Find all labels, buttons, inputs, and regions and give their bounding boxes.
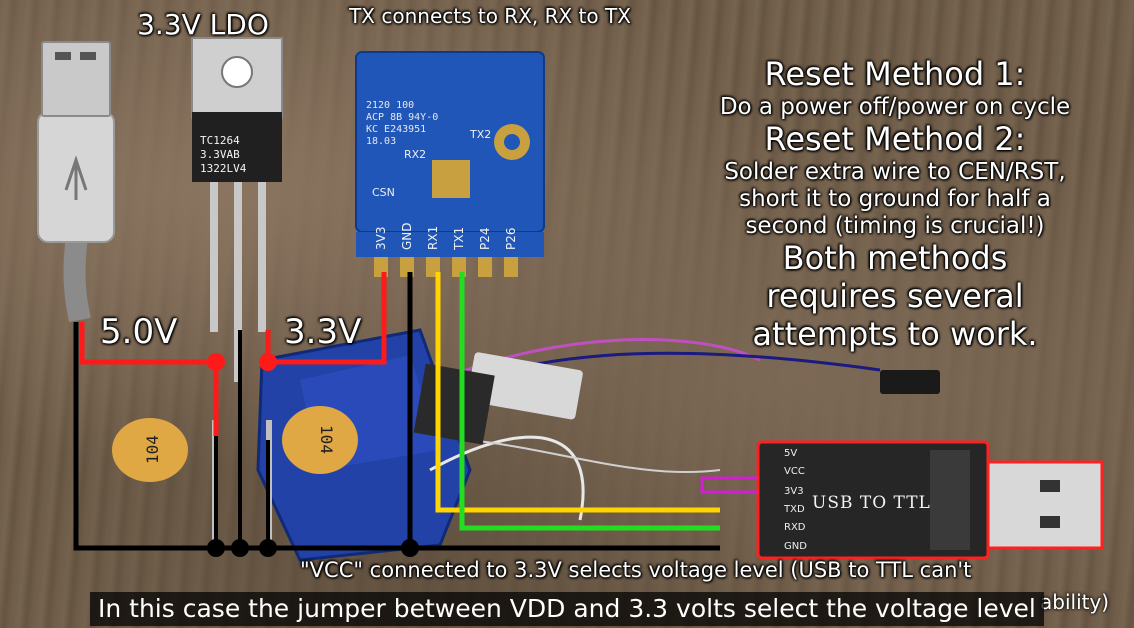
- esp-pin-3v3: 3V3: [374, 226, 388, 250]
- esp-marking-1: 2120 100: [366, 100, 415, 111]
- esp-module: [355, 51, 545, 277]
- esp-marking-3: KC E243951: [366, 124, 427, 135]
- capacitor-left: [112, 418, 218, 550]
- usb-ttl-label: USB TO TTL: [812, 493, 931, 513]
- reset-method-2-line-3: second (timing is crucial!): [745, 212, 1045, 239]
- reset-method-2-line-1: Solder extra wire to CEN/RST,: [724, 158, 1066, 185]
- ldo-markings: TC1264 3.3VAB 1322LV4: [200, 134, 246, 176]
- capacitor-right-marking: 104: [316, 425, 336, 454]
- ldo-marking-2: 3.3VAB: [200, 148, 240, 161]
- usb-ttl-pin-rxd: RXD: [784, 522, 806, 533]
- esp-marking-2: ACP 8B 94Y-0: [366, 112, 439, 123]
- reset-method-2-title: Reset Method 2:: [764, 119, 1026, 158]
- ldo-regulator: [191, 37, 283, 382]
- usb-ttl-pin-5v: 5V: [784, 448, 798, 459]
- usb-ttl-adapter: [756, 440, 1104, 560]
- white-wire-2: [469, 439, 721, 473]
- vcc-note: "VCC" connected to 3.3V selects voltage …: [300, 558, 972, 582]
- ldo-marking-3: 1322LV4: [200, 162, 247, 175]
- ldo-title: 3.3V LDO: [137, 8, 269, 41]
- subtitle-caption: In this case the jumper between VDD and …: [90, 592, 1044, 626]
- esp-pin-gnd: GND: [400, 222, 414, 250]
- esp-markings: 2120 100 ACP 8B 94Y-0 KC E243951 18.03: [366, 100, 438, 148]
- esp-pin-p26: P26: [504, 227, 518, 250]
- reset-method-1-title: Reset Method 1:: [764, 55, 1026, 93]
- reset-method-1-body: Do a power off/power on cycle: [719, 93, 1071, 120]
- usb-ttl-pin-gnd: GND: [784, 541, 807, 552]
- usb-ttl-pin-txd: TXD: [784, 504, 805, 515]
- esp-pad-tx2: TX2: [470, 128, 492, 141]
- reset-methods-panel: Reset Method 1: Do a power off/power on …: [670, 55, 1120, 353]
- esp-pad-rx2: RX2: [404, 148, 427, 161]
- both-methods-line-2: requires several: [766, 276, 1024, 315]
- usb-ttl-pin-3v3: 3V3: [784, 486, 804, 497]
- voltage-33v-label: 3.3V: [284, 312, 362, 352]
- wiring: [73, 272, 758, 551]
- reset-method-2-line-2: short it to ground for half a: [739, 185, 1051, 212]
- capacitor-left-marking: 104: [142, 435, 162, 464]
- esp-pin-rx1: RX1: [426, 225, 440, 250]
- ldo-marking-1: TC1264: [200, 134, 240, 147]
- voltage-5v-label: 5.0V: [100, 312, 178, 352]
- vcc-note-tail: ability): [1040, 590, 1110, 614]
- junctions: [207, 353, 419, 557]
- esp-marking-4: 18.03: [366, 136, 397, 147]
- esp-pad-csn: CSN: [372, 186, 395, 199]
- esp-pin-p24: P24: [478, 227, 492, 250]
- both-methods-line-1: Both methods: [782, 239, 1008, 277]
- usb-cable: [37, 41, 115, 323]
- usb-ttl-pin-vcc: VCC: [784, 466, 805, 477]
- mini-breadboard: [256, 328, 472, 562]
- tx-rx-note: TX connects to RX, RX to TX: [349, 4, 631, 28]
- esp-pin-tx1: TX1: [452, 226, 466, 250]
- both-methods-line-3: attempts to work.: [752, 314, 1038, 353]
- background-usb-stick: [413, 352, 940, 445]
